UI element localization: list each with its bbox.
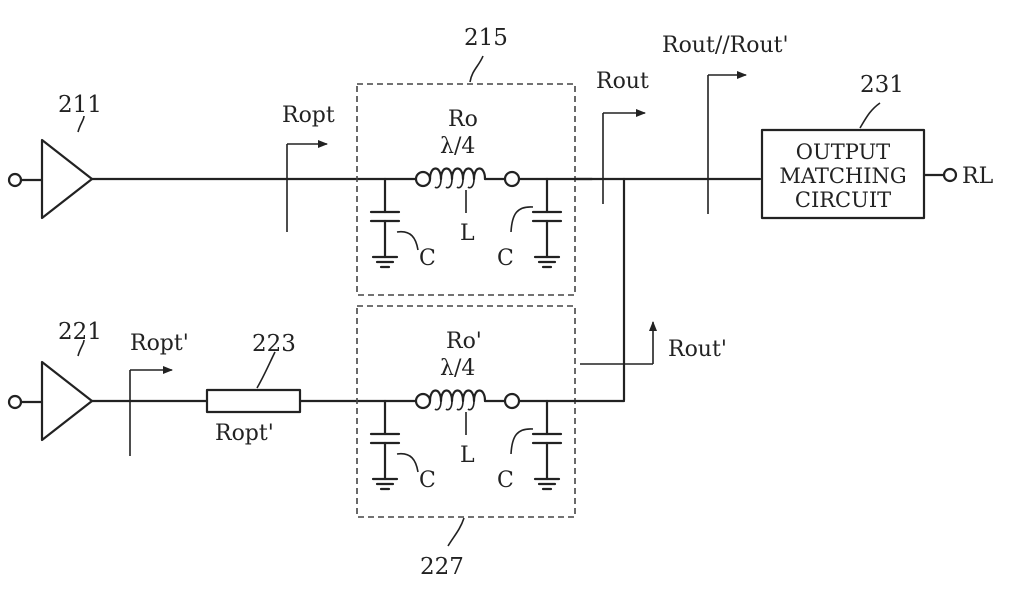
ref-227: 227 [420, 554, 464, 580]
ropt-prime-label: Ropt' [130, 331, 189, 356]
upper-ro-label: Ro [448, 107, 478, 132]
leader-221 [77, 339, 85, 357]
network-215 [356, 55, 594, 296]
network-227 [356, 305, 657, 547]
cap-upper-right-leader [510, 206, 534, 233]
rout-label: Rout [596, 69, 649, 94]
lower-path [7, 339, 417, 456]
upper-inductor-terminal-right [503, 170, 521, 188]
upper-input-terminal [7, 172, 23, 188]
resistor-223 [205, 388, 302, 414]
cap-upper-right-label: C [497, 246, 514, 271]
ropt-label: Ropt [282, 103, 335, 128]
upper-path [7, 115, 417, 232]
ref-223: 223 [252, 331, 296, 357]
upper-output [573, 71, 762, 402]
network-215-box [356, 83, 576, 296]
omc-line-1: OUTPUT [796, 140, 890, 164]
load-terminal [942, 167, 958, 183]
omc-line-2: MATCHING [779, 164, 906, 188]
ref-211: 211 [58, 92, 102, 118]
upper-inductor-terminal-left [414, 170, 432, 188]
omc-line-3: CIRCUIT [795, 188, 891, 212]
ref-231: 231 [860, 72, 904, 98]
leader-231 [859, 102, 881, 129]
ref-215: 215 [464, 25, 508, 51]
amplifier-221-icon [40, 360, 94, 442]
lower-lambda-label: λ/4 [440, 356, 475, 381]
load-label: RL [962, 164, 994, 189]
leader-211 [77, 115, 85, 133]
ref-221: 221 [58, 319, 102, 345]
cap-lower-left-label: C [419, 468, 436, 493]
upper-inductor-label: L [460, 221, 475, 246]
rout-parallel-label: Rout//Rout' [662, 33, 789, 58]
rout-prime-label: Rout' [668, 337, 727, 362]
lower-input-terminal [7, 394, 23, 410]
lower-inductor-label: L [460, 443, 475, 468]
network-227-box [356, 305, 576, 518]
amplifier-211-icon [40, 138, 94, 220]
upper-inductor-icon [428, 167, 487, 181]
leader-223 [256, 351, 276, 389]
upper-lambda-label: λ/4 [440, 134, 475, 159]
cap-upper-left-leader [396, 230, 419, 251]
output-matching-circuit [760, 102, 958, 220]
resistor-label: Ropt' [215, 421, 274, 446]
cap-lower-right-label: C [497, 468, 514, 493]
cap-upper-left-label: C [419, 246, 436, 271]
leader-215 [469, 55, 484, 83]
lower-inductor-icon [428, 389, 487, 403]
leader-227 [447, 517, 465, 547]
lower-ro-label: Ro' [446, 329, 482, 354]
